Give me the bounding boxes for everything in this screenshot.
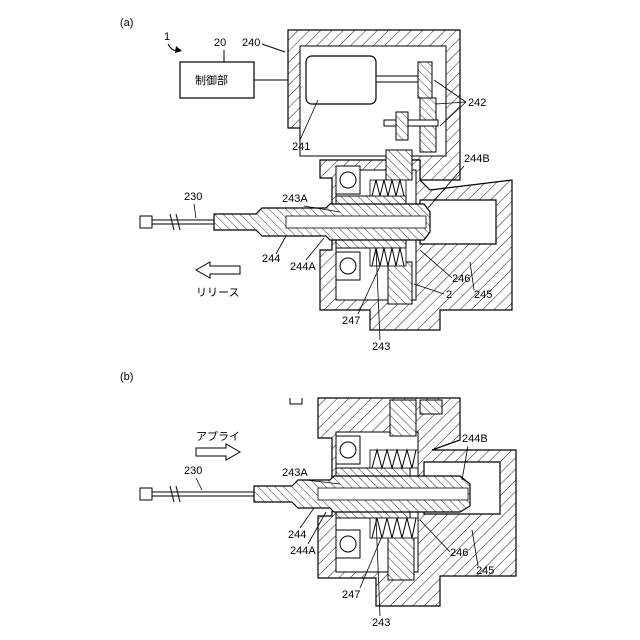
motor-241 (306, 56, 376, 104)
ref-243A-b: 243A (282, 467, 308, 479)
panel-a: (a) 1 20 制御部 240 242 241 (120, 17, 512, 353)
spring-lower (370, 248, 406, 266)
drive-gear-lower (388, 262, 412, 304)
release-text: リリース (196, 287, 239, 299)
ref-244A: 244A (290, 261, 316, 273)
ref-245: 245 (474, 289, 492, 301)
cable-end (140, 216, 152, 228)
cable-end-b (140, 488, 152, 500)
ref-230-b: 230 (184, 465, 202, 477)
ref-244B: 244B (464, 153, 490, 165)
release-arrow (196, 262, 240, 278)
panel-b-label: (b) (120, 371, 133, 383)
panel-b: (b) (120, 371, 516, 629)
ref-246: 246 (452, 273, 470, 285)
ref-241: 241 (292, 141, 310, 153)
ref-247-b: 247 (342, 589, 360, 601)
apply-text: アプライ (196, 430, 240, 443)
controller-text: 制御部 (195, 73, 228, 87)
apply-arrow (196, 444, 240, 460)
piston-bore (420, 200, 496, 244)
ref-2: 2 (446, 289, 452, 301)
cable-break (170, 214, 180, 230)
ref-device-arrowhead (175, 46, 182, 53)
gear-242-a (418, 62, 432, 98)
bearing-ball-upper (340, 172, 356, 188)
ref-240: 240 (242, 37, 260, 49)
ref-246-b: 246 (450, 547, 468, 559)
ref-device-1: 1 (164, 31, 170, 43)
ref-243: 243 (372, 341, 390, 353)
spring-upper (370, 180, 406, 196)
ref-230: 230 (184, 191, 202, 203)
ref-240-leader (262, 44, 285, 52)
spindle-core-b (318, 488, 468, 500)
panel-a-label: (a) (120, 17, 133, 29)
ref-245-b: 245 (476, 565, 494, 577)
spring-lower-b (370, 518, 418, 538)
spindle-core (286, 216, 426, 228)
gear-shaft (384, 120, 438, 126)
drive-gear-upper-b (390, 400, 416, 436)
ref-243-b: 243 (372, 617, 390, 629)
ref-244B-b: 244B (462, 433, 488, 445)
ref-244-b: 244 (288, 529, 306, 541)
ref-244A-b: 244A (290, 545, 316, 557)
ref-controller-20: 20 (214, 37, 226, 49)
ref-247: 247 (342, 315, 360, 327)
drive-gear-upper (386, 150, 412, 180)
gear-242-c (396, 112, 408, 140)
ref-242: 242 (468, 97, 486, 109)
bearing-ball-lower (340, 258, 356, 274)
ref-244: 244 (262, 253, 280, 265)
ref-243A: 243A (282, 193, 308, 205)
spring-upper-b (370, 450, 418, 468)
